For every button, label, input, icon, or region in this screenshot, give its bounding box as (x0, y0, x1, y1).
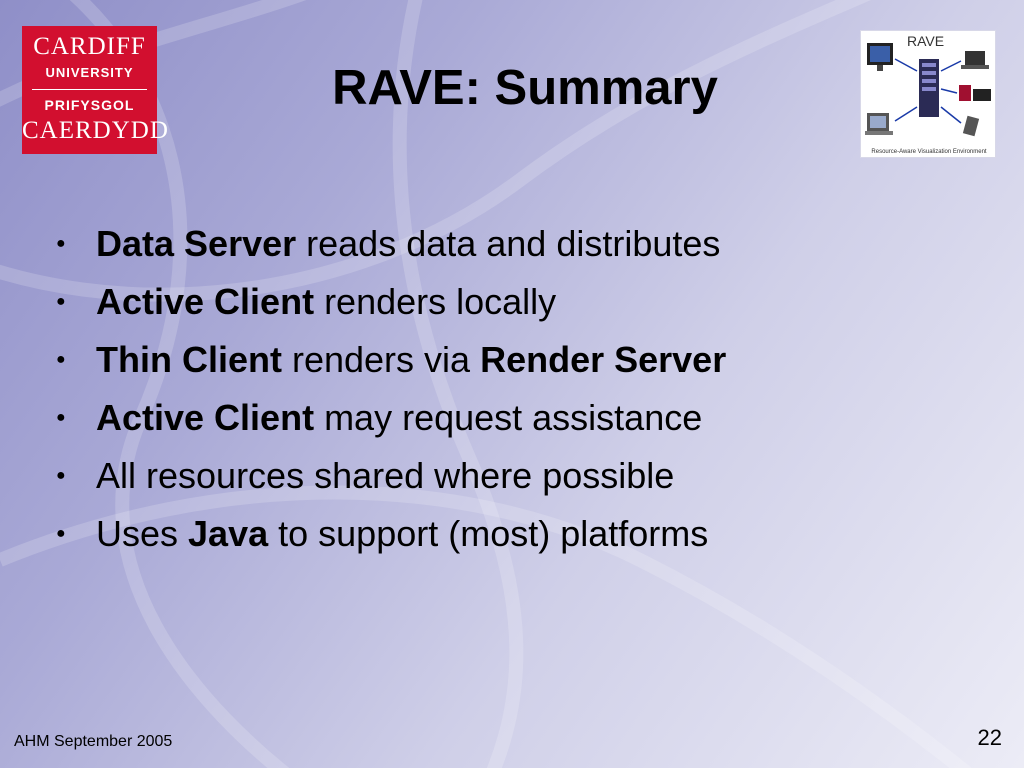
logo-line-2: UNIVERSITY (45, 65, 134, 80)
bullet-text: to support (most) platforms (268, 513, 709, 554)
diagram-label: RAVE (907, 33, 945, 49)
cardiff-university-logo: CARDIFF UNIVERSITY PRIFYSGOL CAERDYDD (22, 26, 169, 154)
bullet-text-pre: Uses (96, 513, 189, 554)
bullet-dot-icon: ● (56, 235, 66, 252)
bullet-bold: Active Client (96, 281, 315, 322)
logo-line-4: CAERDYDD (22, 117, 169, 144)
bullet-item: ● Thin Client renders via Render Server (56, 331, 726, 389)
bullet-item: ● Data Server reads data and distributes (56, 215, 726, 273)
bullet-item: ● Uses Java to support (most) platforms (56, 505, 726, 563)
bullet-dot-icon: ● (56, 351, 66, 368)
bullet-text: may request assistance (314, 397, 703, 438)
page-number: 22 (977, 725, 1002, 750)
monitor-icon (867, 43, 893, 71)
slide-title: RAVE: Summary (332, 61, 718, 115)
bullet-text: renders via (281, 339, 481, 380)
connection-arrows (894, 58, 962, 124)
bullet-text: All resources shared where possible (96, 455, 675, 496)
bullet-item: ● Active Client renders locally (56, 273, 726, 331)
workstation-icon (959, 85, 991, 101)
diagram-caption: Resource-Aware Visualization Environment (871, 149, 987, 155)
server-tower-icon (919, 59, 939, 117)
bullet-dot-icon: ● (56, 409, 66, 426)
rave-diagram: RAVE Resource-Aware Visualization Enviro… (860, 30, 996, 158)
bullet-dot-icon: ● (56, 467, 66, 484)
bullet-text: reads data and distributes (296, 223, 721, 264)
bullet-bold: Active Client (96, 397, 315, 438)
bullet-bold: Java (188, 513, 269, 554)
pda-icon (962, 115, 980, 137)
bullet-bold-2: Render Server (480, 339, 727, 380)
bullet-dot-icon: ● (56, 525, 66, 542)
logo-line-1: CARDIFF (33, 33, 146, 60)
bullet-list: ●Data Server reads data and distributes … (56, 215, 726, 563)
logo-divider (32, 89, 147, 90)
bullet-bold: Thin Client (96, 339, 282, 380)
bullet-dot-icon: ● (56, 293, 66, 310)
logo-line-3: PRIFYSGOL (44, 97, 135, 113)
laptop-icon (961, 51, 989, 69)
footer-text: AHM September 2005 (14, 733, 173, 750)
bullet-item: ● Active Client may request assistance (56, 389, 726, 447)
bullet-text: renders locally (314, 281, 557, 322)
bullet-item: ● All resources shared where possible (56, 447, 726, 505)
bullet-bold: Data Server (96, 223, 297, 264)
desktop-computer-icon (865, 113, 893, 135)
